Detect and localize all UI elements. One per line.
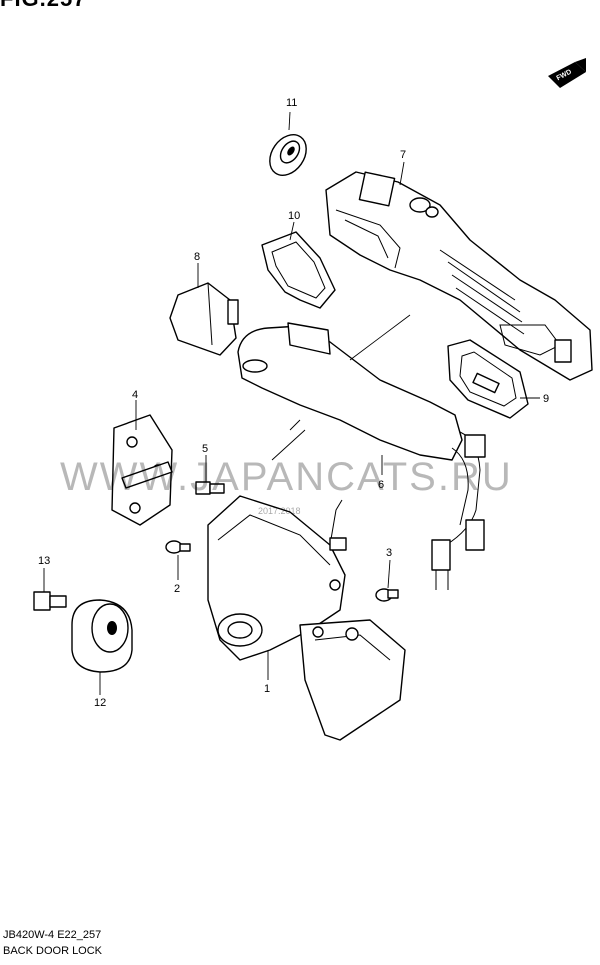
callout-8: 8: [194, 251, 200, 263]
part-4-striker: [111, 414, 173, 526]
fwd-arrow-icon: FWD: [548, 58, 586, 88]
callout-7: 7: [400, 149, 406, 161]
callout-9: 9: [543, 393, 549, 405]
part-11-grommet: [269, 134, 307, 176]
part-7-handle-base: [325, 171, 593, 381]
figure-name: BACK DOOR LOCK: [3, 945, 103, 957]
callout-11: 11: [286, 97, 297, 109]
part-6-outside-handle: [237, 322, 486, 590]
part-9-gasket: [447, 339, 529, 419]
watermark-small-text: 2017.2018: [258, 506, 301, 516]
leader-lines: [43, 111, 540, 695]
callout-13: 13: [38, 555, 50, 567]
callout-2: 2: [174, 583, 180, 595]
part-12-bumper: [71, 599, 133, 673]
callout-labels: 11 7 10 8 9 4 5 6 2 3 1 12 13: [38, 97, 549, 709]
part-13-bolt: [33, 591, 67, 611]
callout-4: 4: [132, 389, 138, 401]
part-5-bolt: [195, 481, 225, 495]
callout-12: 12: [94, 697, 106, 709]
figure-title: FIG.257: [0, 0, 86, 12]
callout-5: 5: [202, 443, 208, 455]
part-1-lock-assembly: [207, 495, 406, 741]
figure-code: JB420W-4 E22_257: [3, 929, 102, 941]
callout-10: 10: [288, 210, 300, 222]
callout-3: 3: [386, 547, 392, 559]
part-2-screw: [165, 540, 191, 554]
part-10-gasket: [261, 231, 336, 309]
callout-1: 1: [264, 683, 270, 695]
part-3-screw: [375, 588, 399, 602]
watermark-text: WWW.JAPANCATS.RU: [60, 455, 513, 499]
part-8-cap: [169, 282, 239, 356]
callout-6: 6: [378, 479, 384, 491]
